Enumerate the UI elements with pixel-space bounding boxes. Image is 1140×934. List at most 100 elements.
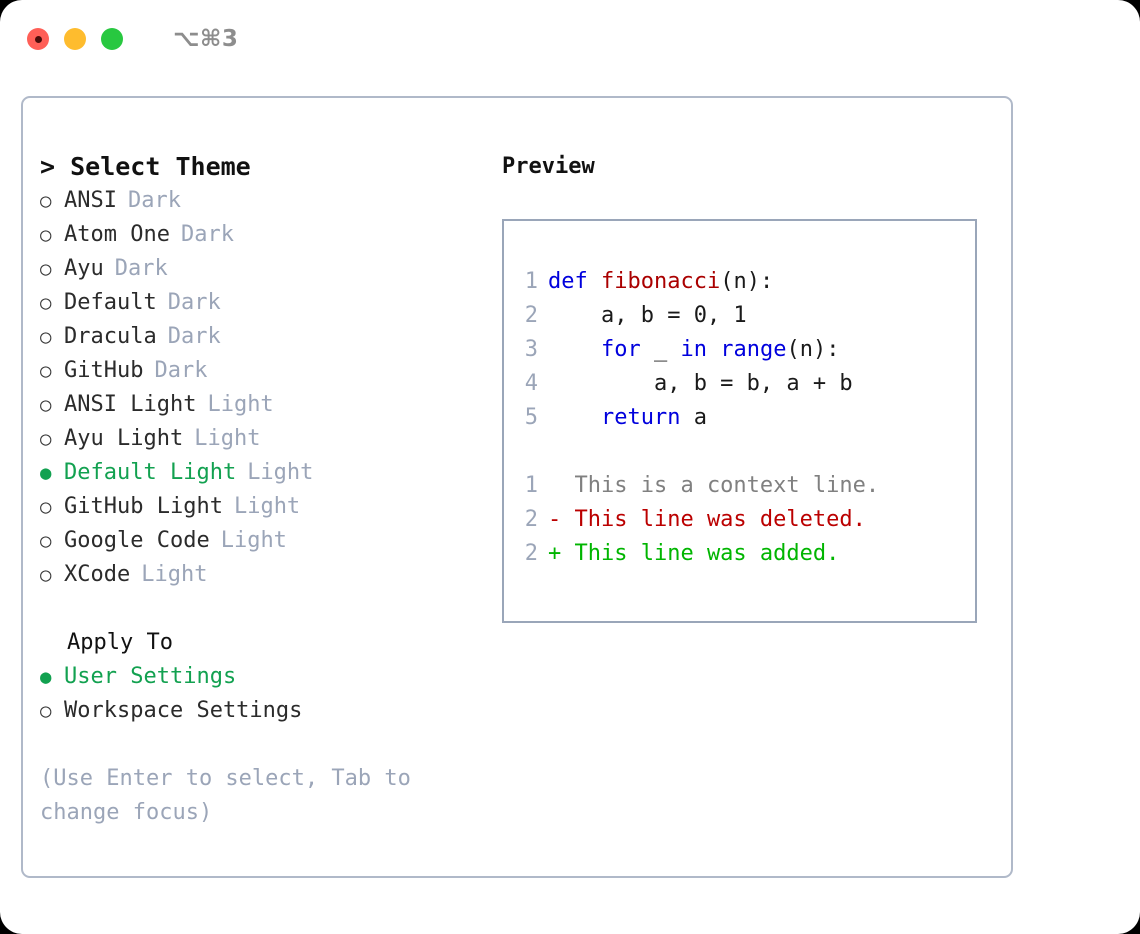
traffic-lights [27,28,123,50]
radio-unselected-icon: ○ [40,292,52,314]
theme-option-tag: Dark [154,358,208,383]
code-token-fn: fibonacci [600,269,721,294]
radio-unselected-icon: ○ [40,326,52,348]
theme-option-label: ANSI [64,188,117,213]
code-token-kw: for [600,337,641,362]
close-button[interactable] [27,28,49,50]
line-number: 2 [524,507,538,532]
code-token-plain [548,405,601,430]
theme-option-tag: Light [233,494,301,519]
radio-unselected-icon: ○ [40,564,52,586]
theme-option-tag: Dark [127,188,181,213]
code-line: 4 a, b = b, a + b [504,367,975,401]
theme-option-tag: Dark [180,222,234,247]
line-number: 4 [524,371,538,396]
theme-option-label: Dracula [64,324,157,349]
theme-option-ansi-light[interactable]: ○ ANSI Light Light [40,388,480,422]
diff-line-text: This is a context line. [548,473,880,498]
theme-option-tag: Light [207,392,274,417]
code-line: 2 a, b = 0, 1 [504,299,975,333]
apply-to-heading: Apply To [67,630,173,655]
line-number: 2 [524,541,538,566]
radio-unselected-icon: ○ [40,224,52,246]
code-line-text: for _ in range(n): [548,333,839,367]
code-token-plain: (n): [720,269,774,294]
theme-option-label: ANSI Light [64,392,197,417]
diff-sample: 1 This is a context line. 2 - This line wa… [504,469,975,571]
section-spacer [40,592,480,626]
diff-line-text: + This line was added. [548,541,840,566]
apply-to-option-label: User Settings [64,664,237,689]
theme-option-tag: Light [141,562,208,587]
apply-to-option-label: Workspace Settings [64,698,303,723]
theme-option-label: Default Light [64,460,237,485]
radio-unselected-icon: ○ [40,258,52,280]
line-number: 1 [524,269,538,294]
line-number: 3 [524,337,538,362]
radio-unselected-icon: ○ [40,360,52,382]
radio-selected-icon: ● [40,462,52,484]
apply-to-option-workspace-settings[interactable]: ○ Workspace Settings [40,694,480,728]
line-number: 1 [524,473,538,498]
line-number: 2 [524,303,538,328]
radio-unselected-icon: ○ [40,530,52,552]
code-token-plain: (n): [786,337,840,362]
theme-option-xcode[interactable]: ○ XCode Light [40,558,480,592]
keyboard-hint-text: (Use Enter to select, Tab to change focu… [40,766,411,825]
code-token-kw: return [600,405,681,430]
theme-option-tag: Dark [167,290,221,315]
theme-option-tag: Light [194,426,261,451]
code-line: 3 for _ in range(n): [504,333,975,367]
theme-option-label: GitHub Light [64,494,223,519]
theme-option-label: Atom One [64,222,170,247]
diff-line-text: - This line was deleted. [548,507,866,532]
code-line-text: a, b = 0, 1 [548,299,747,333]
theme-option-tag: Dark [167,324,221,349]
code-token-plain: a, b = b, a + b [548,371,853,396]
theme-option-default-light[interactable]: ● Default Light Light [40,456,480,490]
theme-option-label: Google Code [64,528,210,553]
theme-option-label: GitHub [64,358,144,383]
radio-unselected-icon: ○ [40,700,52,722]
diff-line-del: 2 - This line was deleted. [504,503,975,537]
keyboard-shortcut-label: ⌥⌘3 [173,26,239,52]
code-token-plain: a, b = 0, 1 [548,303,747,328]
theme-option-atom-one[interactable]: ○ Atom One Dark [40,218,480,252]
radio-unselected-icon: ○ [40,394,52,416]
code-token-kw: range [720,337,787,362]
theme-option-github[interactable]: ○ GitHub Dark [40,354,480,388]
theme-option-tag: Dark [114,256,168,281]
preview-heading: Preview [502,154,595,179]
line-number: 5 [524,405,538,430]
radio-selected-icon: ● [40,666,52,688]
theme-option-google-code[interactable]: ○ Google Code Light [40,524,480,558]
zoom-button[interactable] [101,28,123,50]
code-token-kw: in [680,337,707,362]
theme-option-dracula[interactable]: ○ Dracula Dark [40,320,480,354]
code-line-text: a, b = b, a + b [548,367,853,401]
theme-option-tag: Light [220,528,287,553]
theme-option-ansi[interactable]: ○ ANSI Dark [40,184,480,218]
apply-to-option-user-settings[interactable]: ● User Settings [40,660,480,694]
code-token-kw: def [548,269,601,294]
diff-line-ctx: 1 This is a context line. [504,469,975,503]
theme-option-label: XCode [64,562,131,587]
theme-option-tag: Light [247,460,314,485]
theme-option-label: Ayu Light [64,426,184,451]
code-line-text: return a [548,401,707,435]
diff-line-add: 2 + This line was added. [504,537,975,571]
minimize-button[interactable] [64,28,86,50]
code-diff-spacer [504,435,975,469]
code-token-plain [548,337,601,362]
code-token-plain: _ [640,337,681,362]
radio-unselected-icon: ○ [40,190,52,212]
